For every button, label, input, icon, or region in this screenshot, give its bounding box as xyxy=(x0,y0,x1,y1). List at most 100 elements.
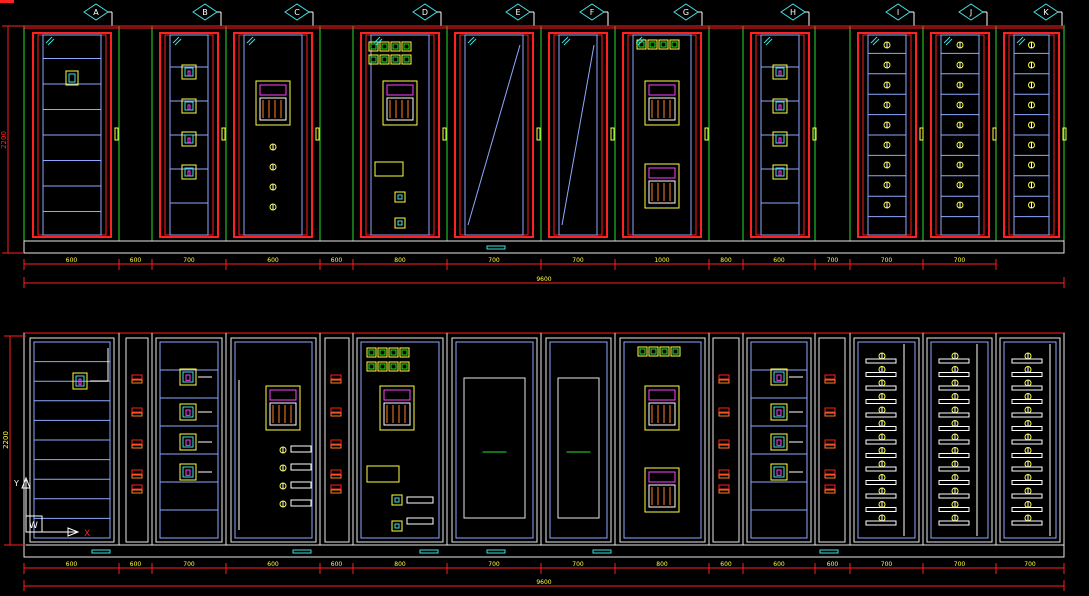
hatch-mark xyxy=(246,36,254,44)
busbar-clip-2 xyxy=(131,379,143,384)
selector-knob xyxy=(956,121,964,129)
drawer-front xyxy=(1011,453,1043,458)
drawer-front xyxy=(938,493,970,499)
unit-window xyxy=(185,374,191,381)
cabinet-label-h: H xyxy=(780,3,810,26)
internal-panel xyxy=(818,337,846,543)
breaker-bar xyxy=(290,463,312,471)
drawer-front xyxy=(865,439,897,445)
meter-row xyxy=(366,347,410,358)
busbar-clip-2 xyxy=(718,474,730,479)
selector-knob xyxy=(878,379,886,387)
internal-panel xyxy=(155,337,223,543)
breaker-unit xyxy=(179,403,197,421)
unit-frame xyxy=(772,164,788,180)
internal-panel xyxy=(853,337,920,543)
door-outer xyxy=(360,32,440,238)
front-base-slot xyxy=(486,245,506,250)
unit-window xyxy=(776,439,782,446)
door-outer xyxy=(159,32,219,238)
empty-frame xyxy=(463,377,526,519)
dimension-text: 600 xyxy=(720,561,732,568)
door-outer xyxy=(548,32,608,238)
door-outer xyxy=(1003,32,1060,238)
meter-face xyxy=(401,363,408,370)
door-hatch xyxy=(627,34,697,236)
drawer-front xyxy=(1011,507,1043,512)
busbar-clip xyxy=(131,374,143,380)
busbar-clip xyxy=(824,374,836,380)
meter-face xyxy=(392,43,399,50)
internal-panel xyxy=(746,337,812,543)
busbar-clip-2 xyxy=(824,379,836,384)
door-inner xyxy=(464,34,524,236)
dimension-text: 600 xyxy=(331,561,343,568)
unit-inner xyxy=(182,406,194,418)
busbar-clip-2 xyxy=(330,474,342,479)
meter-frame xyxy=(636,39,647,50)
main-breaker-display xyxy=(269,389,297,401)
breaker-unit xyxy=(772,64,788,80)
meter-frame xyxy=(366,347,377,358)
main-breaker-frame xyxy=(382,80,418,126)
selector-knob xyxy=(1024,433,1032,441)
dimension-text: 600 xyxy=(827,561,839,568)
unit-window xyxy=(185,409,191,416)
unit-window xyxy=(778,170,782,177)
busbar-clip xyxy=(718,469,730,475)
relay-block xyxy=(366,465,400,483)
door-inner xyxy=(370,34,430,236)
main-breaker-display xyxy=(386,84,414,96)
hatch-mark xyxy=(172,36,180,44)
panel-frame xyxy=(746,337,812,543)
panel-frame xyxy=(324,337,350,543)
meter-frame xyxy=(648,346,659,357)
internal-cabinets xyxy=(23,332,1065,546)
door-handle xyxy=(221,127,226,141)
hatch-mark xyxy=(870,36,878,44)
unit-frame xyxy=(394,217,406,229)
main-breaker xyxy=(255,80,291,126)
meter-frame xyxy=(659,346,670,357)
main-breaker xyxy=(644,467,680,513)
main-breaker-body xyxy=(269,402,297,426)
unit-inner xyxy=(773,436,785,448)
meter-frame xyxy=(377,361,388,372)
main-breaker xyxy=(265,385,301,431)
door-outer xyxy=(622,32,702,238)
selector-knob xyxy=(1028,141,1035,149)
selector-knob xyxy=(883,121,891,129)
selector-knob xyxy=(951,393,959,400)
terminal-bar xyxy=(406,517,434,525)
breaker-unit xyxy=(181,164,197,180)
meter-face xyxy=(390,363,397,370)
breaker-unit xyxy=(391,520,403,532)
main-breaker-frame xyxy=(644,385,680,431)
selector-knob xyxy=(951,379,959,387)
hatch-mark xyxy=(763,36,771,44)
unit-inner xyxy=(773,406,785,418)
cabinet-letter: H xyxy=(790,8,796,17)
meter-frame xyxy=(390,41,401,52)
unit-frame xyxy=(770,433,788,451)
front-cabinets xyxy=(23,25,1067,242)
meter-face xyxy=(649,41,656,48)
main-breaker-body xyxy=(648,484,676,508)
main-breaker-display xyxy=(383,389,411,401)
drawer-front xyxy=(938,520,970,526)
dimension-text: 600 xyxy=(66,561,78,568)
dimension-text: 600 xyxy=(773,561,785,568)
meter-frame xyxy=(366,361,377,372)
unit-window xyxy=(187,104,191,111)
busbar-clip xyxy=(824,484,836,490)
unit-inner xyxy=(397,220,403,226)
selector-knob xyxy=(951,366,959,373)
internal-panel xyxy=(451,337,538,543)
corner-marker xyxy=(0,0,14,3)
panel-inner xyxy=(623,341,702,539)
drawer-front xyxy=(938,439,970,445)
hatch-mark xyxy=(469,38,477,46)
breaker-unit xyxy=(772,164,788,180)
selector-knob xyxy=(878,406,886,414)
